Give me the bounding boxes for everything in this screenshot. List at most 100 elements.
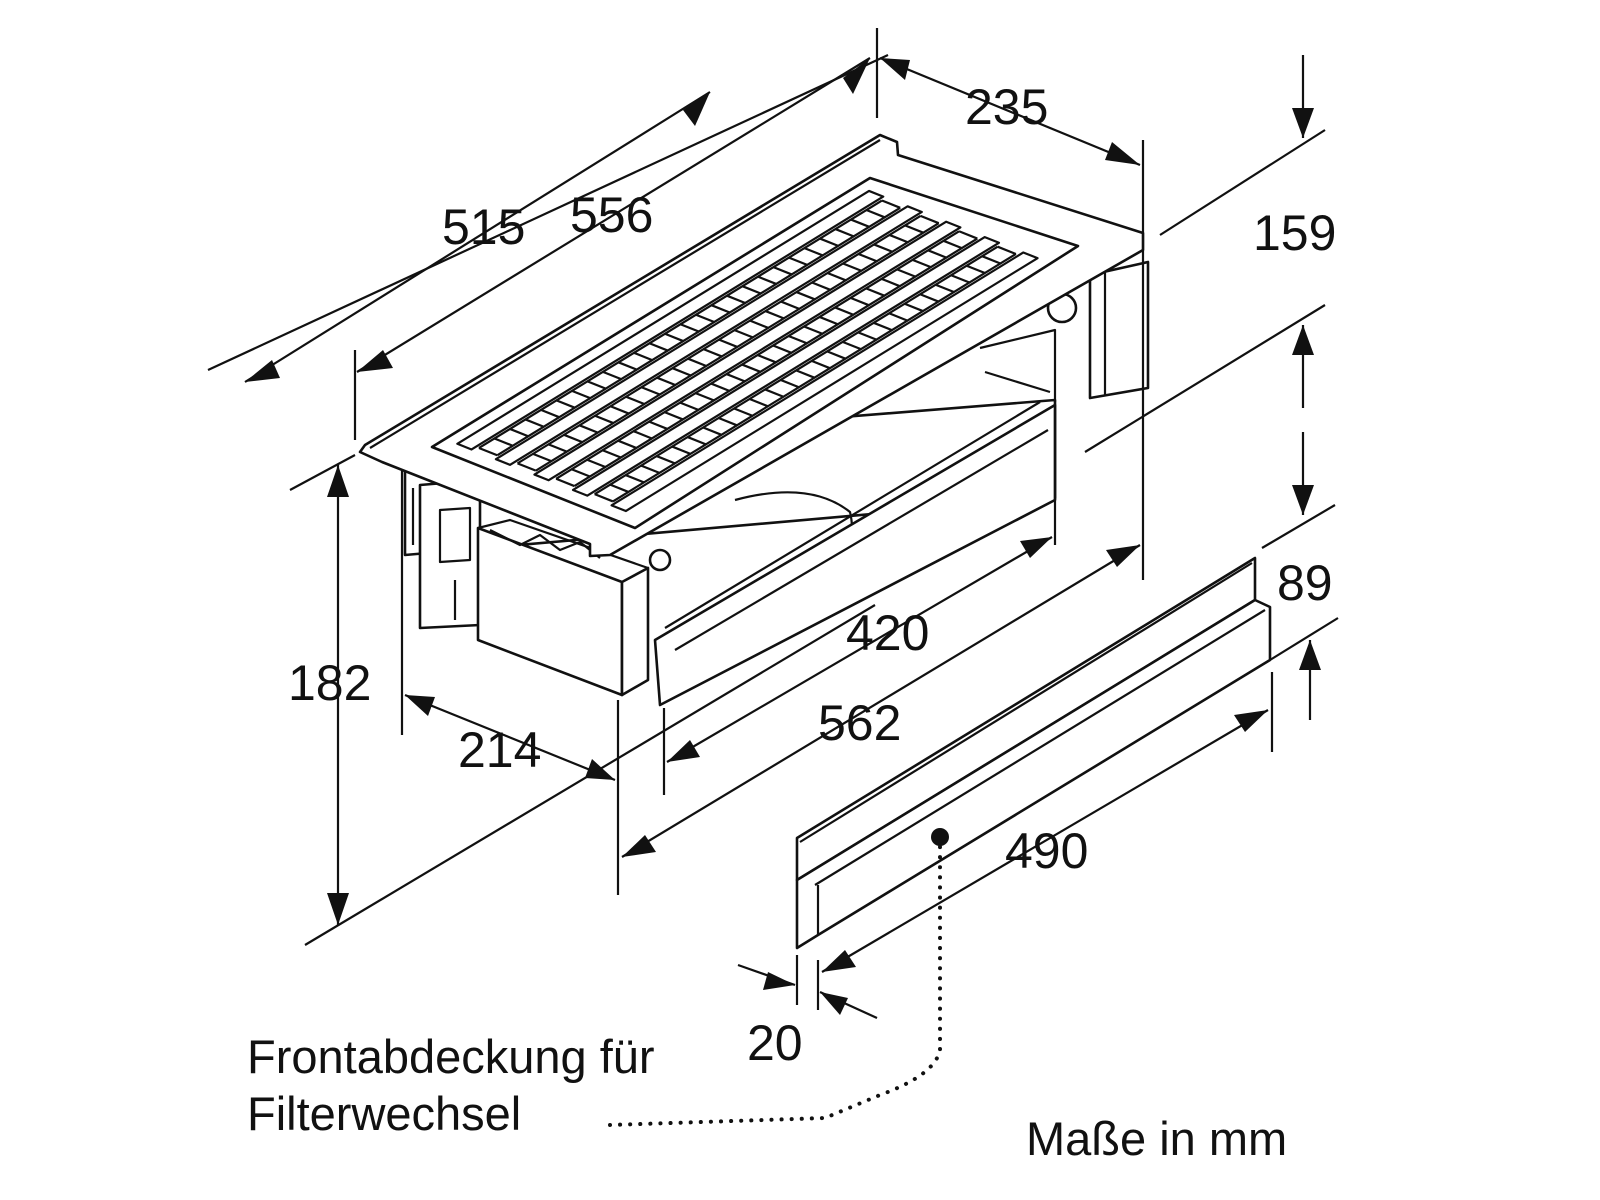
grille-slat xyxy=(618,361,638,371)
grille-slat xyxy=(788,256,808,266)
grille-slat xyxy=(780,378,800,389)
grille-slat xyxy=(904,224,924,234)
grille-slat xyxy=(494,437,514,447)
grille-slat xyxy=(594,493,614,503)
dim-159-label: 159 xyxy=(1253,205,1336,261)
grille-slat xyxy=(881,199,901,209)
grille-slat xyxy=(726,294,746,305)
grille-slat xyxy=(687,436,707,446)
grille-slat xyxy=(741,363,761,373)
grille-slat xyxy=(734,329,754,339)
grille-slat xyxy=(633,430,653,440)
grille-slat xyxy=(912,258,932,269)
grille-slat xyxy=(672,367,692,377)
grille-slat xyxy=(888,312,908,322)
dimension-lines xyxy=(207,28,1339,1127)
grille-slat xyxy=(509,427,529,438)
grille-slat xyxy=(842,262,862,272)
grille-slat xyxy=(834,306,854,316)
grille-slat xyxy=(896,268,916,278)
caption-front-cover-line1: Frontabdeckung für xyxy=(247,1030,655,1083)
grille-slat xyxy=(625,474,645,484)
dim-562-label: 562 xyxy=(818,695,901,751)
grille-slat xyxy=(935,283,955,294)
grille-slat xyxy=(788,334,808,345)
grille-slat xyxy=(633,351,653,362)
grille-slat xyxy=(718,338,738,348)
grille-slat xyxy=(703,348,723,358)
grille-slat xyxy=(517,462,537,472)
grille-slat xyxy=(773,266,793,276)
grille-slat xyxy=(733,407,753,417)
grille-slat xyxy=(904,302,924,313)
grille-slat xyxy=(943,239,963,250)
dim-420-label: 420 xyxy=(846,605,929,661)
dim-556-label: 556 xyxy=(570,187,653,243)
grille-slat xyxy=(842,340,862,351)
grille-slat xyxy=(571,468,591,478)
grille-slat xyxy=(920,214,940,225)
grille-slat xyxy=(711,304,731,314)
grille-slat xyxy=(648,420,668,430)
front-cover-panel xyxy=(795,556,1272,950)
grille-slat xyxy=(556,399,576,409)
grille-slat xyxy=(702,426,722,436)
grille-slat xyxy=(757,275,777,285)
grille-slat xyxy=(772,344,792,354)
grille-bar xyxy=(533,220,962,482)
grille-rail xyxy=(478,199,901,457)
grille-slat xyxy=(826,350,846,360)
grille-bar xyxy=(571,236,1001,497)
grille-slat xyxy=(602,449,622,459)
grille-slat xyxy=(726,373,746,383)
grille-slat xyxy=(981,255,1001,265)
grille-slat xyxy=(710,382,730,392)
grille-slat xyxy=(656,455,676,465)
dimension-labels: 235 159 515 556 420 562 182 214 89 490 2… xyxy=(288,79,1336,1071)
grille-slat xyxy=(889,233,909,244)
grille-slat xyxy=(586,458,606,469)
grille-slat xyxy=(866,209,886,219)
grille-slat xyxy=(640,464,660,474)
grille-slat xyxy=(757,354,777,364)
grille-slat xyxy=(718,416,738,427)
grille-slat xyxy=(609,483,629,493)
grille-slat xyxy=(587,380,607,390)
caption-front-cover-line2: Filterwechsel xyxy=(247,1087,521,1140)
grille-slat xyxy=(625,395,645,406)
dim-214-label: 214 xyxy=(458,722,541,778)
captions: Frontabdeckung für Filterwechsel Maße in… xyxy=(247,1030,1287,1165)
grille-slat xyxy=(966,264,986,275)
dim-490-label: 490 xyxy=(1005,823,1088,879)
grille-slat xyxy=(958,230,978,240)
dim-182-label: 182 xyxy=(288,655,371,711)
dim-515-label: 515 xyxy=(442,199,525,255)
grille-slat xyxy=(671,445,691,455)
grille-slat xyxy=(811,359,831,370)
grille-slat xyxy=(532,452,552,463)
grille-slat xyxy=(687,357,707,367)
grille-slat xyxy=(764,388,784,398)
grille-slat xyxy=(873,321,893,332)
marker-dot xyxy=(931,828,949,846)
grille-slat xyxy=(873,243,893,253)
grille-slat xyxy=(563,433,583,444)
grille-slat xyxy=(540,408,560,419)
grille-slat xyxy=(555,477,575,488)
grille-slat xyxy=(804,247,824,257)
grille-slat xyxy=(656,376,676,387)
grille-slat xyxy=(594,414,614,425)
top-grille-plate xyxy=(358,133,1145,558)
grille-slat xyxy=(803,325,823,335)
grille-slat xyxy=(664,332,684,343)
grille-slat xyxy=(617,439,637,450)
grille-slat xyxy=(749,397,769,408)
grille-slat xyxy=(819,237,839,247)
dim-89-label: 89 xyxy=(1277,555,1333,611)
grille-bar xyxy=(610,251,1039,513)
grille-slat xyxy=(525,418,545,428)
grille-bar xyxy=(494,205,923,466)
grille-slat xyxy=(827,271,847,282)
grille-slat xyxy=(695,313,715,324)
